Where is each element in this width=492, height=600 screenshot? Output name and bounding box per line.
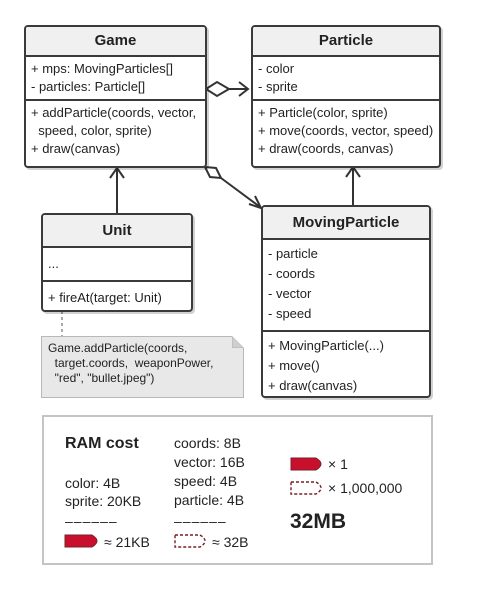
- legend-outline-count: × 1,000,000: [328, 480, 403, 496]
- arrow-head-icon: [109, 166, 125, 179]
- class-moving-particle-fields: - particle - coords - vector - speed: [263, 240, 429, 332]
- class-moving-particle-field: - particle: [268, 246, 318, 261]
- ram-col1-item: sprite: 20KB: [65, 493, 142, 509]
- class-moving-particle-method: + MovingParticle(...): [268, 338, 384, 353]
- class-particle-methods: + Particle(color, sprite) + move(coords,…: [253, 101, 439, 161]
- arrow-head-icon: [248, 195, 263, 210]
- arrow-head-icon: [238, 81, 250, 97]
- game-movingparticle-aggregation-line: [220, 177, 261, 208]
- ram-col2-item: particle: 4B: [174, 492, 245, 508]
- class-unit-title: Unit: [43, 215, 191, 248]
- class-particle-field: - sprite: [258, 79, 298, 94]
- ram-col2-separator: ––––––: [174, 513, 227, 529]
- ram-big-total: 32MB: [290, 510, 347, 533]
- class-moving-particle-field: - vector: [268, 286, 312, 301]
- class-unit-field: ...: [48, 256, 59, 271]
- class-game: Game + mps: MovingParticles[] - particle…: [24, 25, 207, 168]
- class-unit-methods: + fireAt(target: Unit): [43, 282, 191, 310]
- class-moving-particle-field: - coords: [268, 266, 315, 281]
- class-particle-method: + move(coords, vector, speed): [258, 123, 434, 138]
- class-game-field: - particles: Particle[]: [31, 79, 146, 94]
- class-moving-particle-method: + draw(canvas): [268, 378, 358, 393]
- class-moving-particle-field: - speed: [268, 306, 312, 321]
- ram-col1-separator: ––––––: [65, 513, 118, 529]
- ram-total-bullet: ≈ 21KB: [104, 534, 150, 550]
- class-moving-particle-title: MovingParticle: [263, 207, 429, 240]
- ram-col2-item: vector: 16B: [174, 454, 245, 470]
- class-particle-fields: - color - sprite: [253, 57, 439, 101]
- bullet-outline-icon: [290, 481, 322, 495]
- class-moving-particle: MovingParticle - particle - coords - vec…: [261, 205, 431, 398]
- ram-cost-title: RAM cost: [65, 435, 139, 452]
- ram-col2-item: speed: 4B: [174, 473, 238, 489]
- class-unit: Unit ... + fireAt(target: Unit): [41, 213, 193, 312]
- note-fold-corner-icon: [232, 336, 244, 348]
- ram-total-moving-particle: ≈ 32B: [212, 534, 249, 550]
- class-unit-fields: ...: [43, 248, 191, 282]
- class-game-method: + addParticle(coords, vector,: [31, 105, 197, 120]
- class-game-field: + mps: MovingParticles[]: [31, 61, 173, 76]
- class-game-fields: + mps: MovingParticles[] - particles: Pa…: [26, 57, 205, 101]
- aggregation-diamond-icon: [203, 165, 223, 180]
- ram-col1-item: color: 4B: [65, 475, 121, 491]
- class-game-method: speed, color, sprite): [31, 123, 152, 138]
- class-particle-field: - color: [258, 61, 295, 76]
- class-unit-method: + fireAt(target: Unit): [48, 290, 162, 305]
- code-note-line: Game.addParticle(coords,: [48, 341, 188, 355]
- aggregation-diamond-icon: [204, 80, 231, 98]
- class-particle-method: + draw(coords, canvas): [258, 141, 394, 156]
- class-game-methods: + addParticle(coords, vector, speed, col…: [26, 101, 205, 161]
- class-particle-title: Particle: [253, 27, 439, 57]
- legend-sprite-count: × 1: [328, 456, 348, 472]
- code-note: Game.addParticle(coords, target.coords, …: [41, 336, 244, 398]
- class-moving-particle-method: + move(): [268, 358, 320, 373]
- ram-col2-item: coords: 8B: [174, 435, 241, 451]
- class-particle: Particle - color - sprite + Particle(col…: [251, 25, 441, 168]
- code-note-line: "red", "bullet.jpeg"): [48, 371, 155, 385]
- ram-cost-panel: RAM cost color: 4B sprite: 20KB –––––– ≈…: [42, 415, 433, 565]
- bullet-outline-icon: [174, 534, 206, 548]
- bullet-sprite-icon: [290, 457, 322, 471]
- class-game-title: Game: [26, 27, 205, 57]
- class-game-method: + draw(canvas): [31, 141, 121, 156]
- code-note-line: target.coords, weaponPower,: [48, 356, 214, 370]
- bullet-sprite-icon: [64, 534, 98, 548]
- class-moving-particle-methods: + MovingParticle(...) + move() + draw(ca…: [263, 332, 429, 399]
- class-particle-method: + Particle(color, sprite): [258, 105, 388, 120]
